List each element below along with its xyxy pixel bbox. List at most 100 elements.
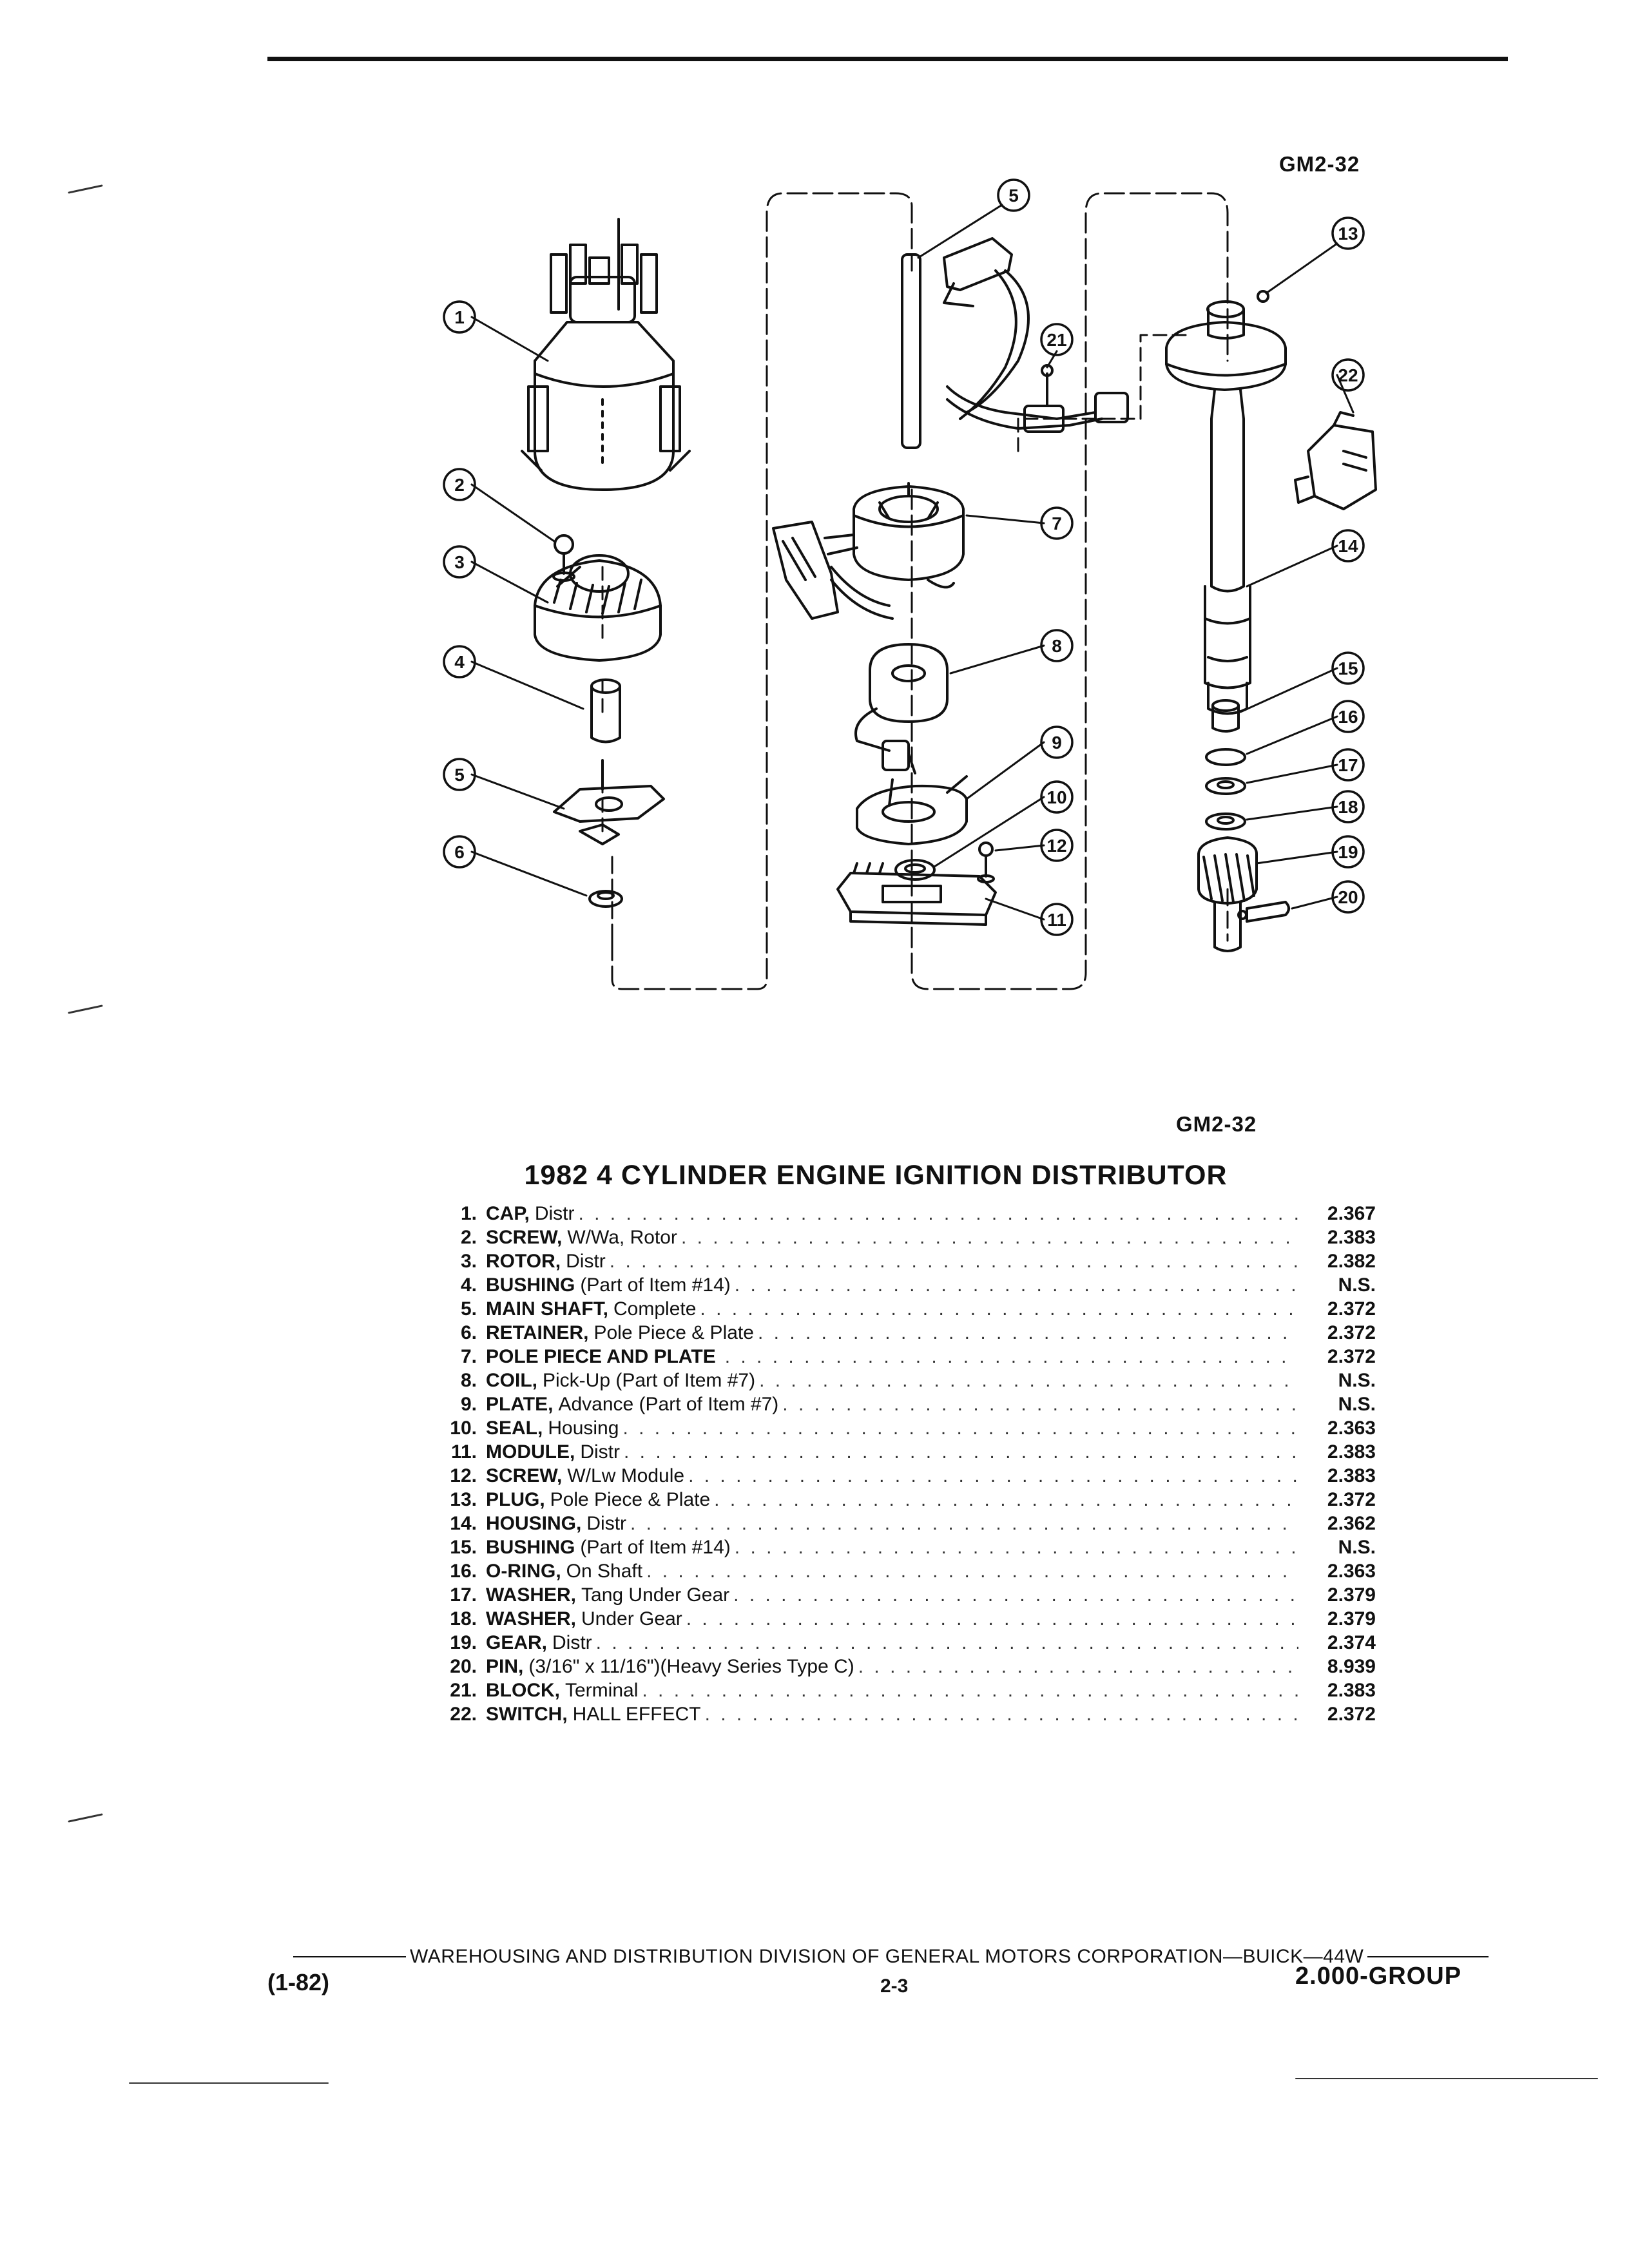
part-number: 3. (460, 1251, 477, 1272)
part-number: 13. (450, 1489, 477, 1510)
callout-marker: 2 (443, 468, 476, 501)
parts-list-row: 3.ROTOR,Distr2.382 (412, 1249, 1376, 1273)
callout-number: 3 (454, 552, 465, 572)
parts-list-row: 18.WASHER,Under Gear2.379 (412, 1607, 1376, 1631)
part-number: 11. (450, 1441, 477, 1463)
part-name: O-RING, (486, 1561, 561, 1582)
gear-drawing (1197, 836, 1258, 952)
leader-dots (592, 1631, 1298, 1655)
callout-marker: 17 (1331, 748, 1365, 782)
part-reference: 8.939 (1327, 1656, 1376, 1677)
parts-list-row: 15. BUSHING(Part of Item #14) N.S. (412, 1535, 1376, 1559)
footer-rule-left (293, 1956, 406, 1957)
part-number: 15. (450, 1537, 477, 1558)
part-description: (3/16" x 11/16")(Heavy Series Type C) (528, 1656, 854, 1677)
figure-code-top: GM2-32 (1279, 152, 1360, 176)
callout-circle (1040, 506, 1074, 540)
callout-number: 5 (1008, 186, 1019, 206)
part-number: 18. (450, 1608, 477, 1629)
callout-number: 9 (1052, 733, 1062, 753)
part-number: 5. (460, 1298, 477, 1320)
callout-marker: 19 (1331, 835, 1365, 869)
leader-dots (778, 1392, 1298, 1416)
part-name: COIL, (486, 1370, 537, 1391)
part-description: Advance (Part of Item #7) (558, 1394, 779, 1415)
callout-number: 2 (454, 475, 465, 495)
washer-drawing (1205, 812, 1246, 831)
leader-dots (731, 1273, 1298, 1297)
callout-number: 14 (1338, 536, 1358, 556)
part-description: Distr (552, 1632, 592, 1653)
top-rule (267, 57, 1508, 61)
module-screw-drawing (977, 841, 995, 883)
callout-number: 18 (1338, 797, 1358, 817)
callout-marker: 5 (443, 758, 476, 791)
callout-circle (1040, 323, 1074, 356)
callout-circle (1040, 726, 1074, 759)
part-number: 1. (460, 1203, 477, 1224)
parts-list-row: 17.WASHER,Tang Under Gear2.379 (412, 1583, 1376, 1607)
leader-dots (642, 1559, 1298, 1583)
pole-piece-drawing (772, 482, 965, 620)
part-number: 9. (460, 1394, 477, 1415)
part-reference: 2.363 (1327, 1561, 1376, 1582)
parts-list-row: 7.POLE PIECE AND PLATE2.372 (412, 1345, 1376, 1369)
part-reference: 2.383 (1327, 1680, 1376, 1701)
part-name: SWITCH, (486, 1704, 568, 1725)
scan-edge-line (129, 2082, 329, 2084)
bushing-drawing (590, 678, 621, 744)
callout-marker: 10 (1040, 780, 1074, 814)
footer-rule-right (1367, 1956, 1489, 1957)
callout-circle (997, 178, 1030, 212)
leader-dots (638, 1678, 1298, 1702)
o-ring-drawing (1205, 748, 1246, 766)
callout-marker: 14 (1331, 529, 1365, 562)
leader-dots (682, 1607, 1298, 1631)
part-reference: 2.383 (1327, 1465, 1376, 1486)
part-name: BUSHING (486, 1537, 575, 1558)
parts-list-row: 4.BUSHING(Part of Item #14)N.S. (412, 1273, 1376, 1297)
scan-edge-line (1295, 2078, 1598, 2079)
part-description: Distr (586, 1513, 627, 1534)
callout-number: 7 (1052, 514, 1062, 533)
rotor-drawing (534, 554, 662, 662)
callout-circle (443, 645, 476, 678)
callout-marker: 7 (1040, 506, 1074, 540)
leader-dots (721, 1345, 1298, 1369)
callout-number: 10 (1046, 787, 1066, 807)
callout-marker: 3 (443, 545, 476, 579)
parts-list-row: 1.CAP,Distr2.367 (412, 1202, 1376, 1225)
part-name: PLUG, (486, 1489, 545, 1510)
part-reference: 2.379 (1327, 1608, 1376, 1629)
callout-circle (443, 835, 476, 869)
part-name: GEAR, (486, 1632, 548, 1653)
part-reference: 2.372 (1327, 1298, 1376, 1320)
part-description: HALL EFFECT (572, 1704, 701, 1725)
leader-dots (696, 1297, 1298, 1321)
part-name: BLOCK, (486, 1680, 560, 1701)
margin-mark (68, 1813, 103, 1823)
callout-marker: 4 (443, 645, 476, 678)
part-description: Tang Under Gear (581, 1584, 730, 1606)
part-name: SCREW, (486, 1465, 563, 1486)
part-description: (Part of Item #14) (580, 1537, 731, 1558)
seal-drawing (894, 859, 936, 881)
cap-drawing (521, 218, 691, 491)
callout-marker: 22 (1331, 358, 1365, 392)
part-number: 10. (450, 1418, 477, 1439)
leader-dots (677, 1225, 1298, 1249)
callout-number: 16 (1338, 707, 1358, 727)
part-number: 14. (450, 1513, 477, 1534)
revision-date: (1-82) (267, 1969, 330, 1995)
part-name: PLATE, (486, 1394, 554, 1415)
callout-marker: 13 (1331, 216, 1365, 250)
part-number: 17. (450, 1584, 477, 1606)
shaft-rod-drawing (901, 253, 921, 449)
parts-list-row: 12.SCREW,W/Lw Module2.383 (412, 1464, 1376, 1488)
parts-list-row: 22.SWITCH,HALL EFFECT2.372 (412, 1702, 1376, 1726)
terminal-block-drawing (943, 237, 1129, 433)
part-reference: N.S. (1338, 1537, 1376, 1558)
callout-number: 20 (1338, 887, 1358, 907)
callout-circle (443, 300, 476, 334)
